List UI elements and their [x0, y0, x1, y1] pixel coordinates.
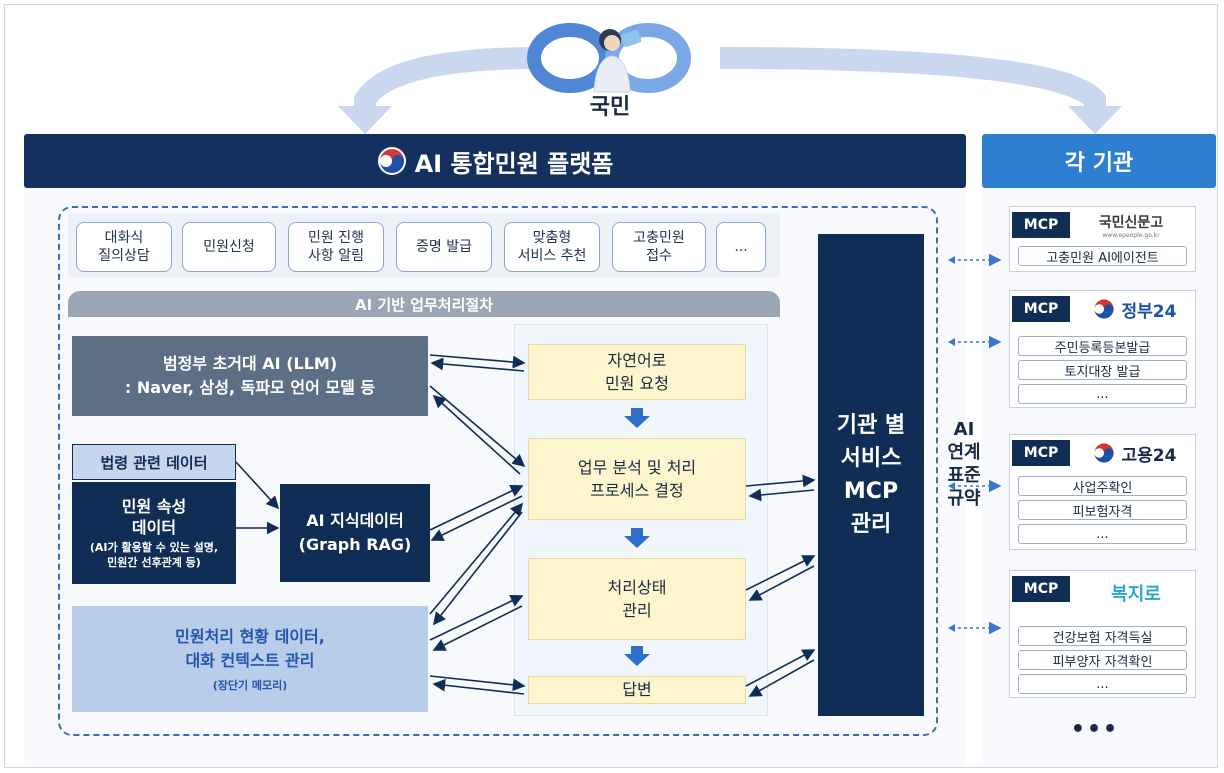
arrow-mcp-to-status	[748, 565, 815, 601]
epeople-logo-url: www.epeople.go.kr	[1102, 231, 1160, 239]
llm-title: 범정부 초거대 AI (LLM)	[162, 354, 338, 373]
arrow-answer-to-memory	[432, 678, 525, 695]
arrow-law-to-knowledge	[235, 461, 280, 510]
llm-box: 범정부 초거대 AI (LLM) : Naver, 삼성, 독파모 언어 모델 …	[72, 336, 428, 416]
diagram-frame	[4, 4, 1218, 768]
agency-mcp-tag: MCP	[1012, 212, 1070, 238]
platform-header: AI 통합민원 플랫폼	[24, 134, 966, 188]
memory-title: 민원처리 현황 데이터, 대화 컨텍스트 관리	[175, 627, 325, 670]
step-status: 처리상태 관리	[528, 558, 746, 640]
tab-civil-apply[interactable]: 민원신청	[182, 222, 276, 272]
agency-item[interactable]: 사업주확인	[1018, 476, 1187, 496]
arc-left	[354, 47, 541, 110]
arrow-mcp-to-answer	[748, 659, 815, 697]
attr-data-box: 민원 속성 데이터 (AI가 활용할 수 있는 설명, 민원간 선후관계 등)	[72, 482, 236, 584]
agency-item[interactable]: ...	[1018, 384, 1187, 404]
arrow-mcp-to-analyze	[748, 488, 815, 502]
arrow-analyze-to-llm	[432, 394, 521, 475]
epeople-logo-text: 국민신문고	[1098, 214, 1164, 231]
tab-chat-consult[interactable]: 대화식 질의상담	[76, 222, 172, 272]
gov24-logo-text: 정부24	[1121, 301, 1177, 322]
agency-item[interactable]: 건강보험 자격득실	[1018, 626, 1187, 646]
down-arrow-3	[624, 646, 650, 666]
arrow-llm-to-analyze	[429, 385, 526, 468]
ai-standard-label: AI 연계 표준 규약	[947, 418, 981, 510]
knowledge-box: AI 지식데이터 (Graph RAG)	[280, 484, 430, 582]
attr-data-title: 민원 속성 데이터	[121, 496, 187, 538]
more-agencies-dots: •••	[1070, 716, 1120, 742]
taegeuk-icon	[1093, 443, 1114, 463]
arrow-status-to-mcp	[745, 555, 816, 591]
memory-box: 민원처리 현황 데이터, 대화 컨텍스트 관리 (장단기 메모리)	[72, 606, 428, 712]
arrow-memory-to-answer	[429, 675, 526, 692]
agency-item[interactable]: 피보험자격	[1018, 500, 1187, 520]
agency-mcp-tag: MCP	[1012, 440, 1070, 466]
arc-right	[719, 47, 1106, 110]
arc-left-head	[338, 106, 392, 134]
arrow-analyze-to-memory	[433, 511, 523, 626]
agency-item[interactable]: 주민등록등본발급	[1018, 336, 1187, 356]
work24-logo-text: 고용24	[1121, 445, 1177, 466]
process-bar: AI 기반 업무처리절차	[68, 291, 780, 317]
tab-certificate[interactable]: 증명 발급	[396, 222, 492, 272]
arrow-knowledge-to-analyze	[429, 485, 524, 531]
arrow-answer-to-mcp	[745, 649, 816, 687]
attr-data-note: (AI가 활용할 수 있는 설명, 민원간 선후관계 등)	[89, 540, 219, 569]
agency-item[interactable]: 고충민원 AI에이전트	[1018, 246, 1187, 266]
taegeuk-icon	[1093, 299, 1114, 319]
arc-right-head	[1068, 106, 1122, 134]
arrow-memory-to-analyze	[429, 502, 524, 615]
citizen-flow-arrows	[338, 23, 1122, 134]
step-analyze: 업무 분석 및 처리 프로세스 결정	[528, 438, 746, 520]
gov24-logo: 정부24	[1082, 294, 1186, 324]
step-request: 자연어로 민원 요청	[528, 344, 746, 400]
person-icon	[593, 29, 642, 93]
agency-item[interactable]: ...	[1018, 524, 1187, 544]
tab-custom-service[interactable]: 맞춤형 서비스 추천	[504, 222, 600, 272]
memory-note: (장단기 메모리)	[212, 679, 288, 692]
platform-dashed-boundary	[58, 206, 938, 736]
mcp-management-box: 기관 별 서비스 MCP 관리	[818, 234, 924, 716]
llm-models: : Naver, 삼성, 독파모 언어 모델 등	[124, 378, 376, 397]
citizen-label: 국민	[589, 95, 631, 120]
tab-progress-notice[interactable]: 민원 진행 사항 알림	[288, 222, 384, 272]
arrow-llm-to-request	[429, 354, 526, 369]
down-arrow-1	[624, 408, 650, 428]
tab-more[interactable]: ...	[716, 222, 766, 272]
platform-title: AI 통합민원 플랫폼	[414, 149, 614, 178]
agency-item[interactable]: 피부양자 자격확인	[1018, 650, 1187, 670]
down-arrow-2	[624, 528, 650, 548]
taegeuk-icon	[377, 147, 406, 175]
agency-item[interactable]: 토지대장 발급	[1018, 360, 1187, 380]
arrow-memory-to-status	[429, 595, 524, 641]
bokjiro-logo: 복지로	[1111, 584, 1161, 605]
arrow-request-to-llm	[430, 357, 525, 372]
agency-mcp-tag: MCP	[1012, 576, 1070, 602]
arrow-status-to-memory	[432, 605, 523, 651]
step-down-arrows	[624, 408, 650, 666]
agencies-header: 각 기관	[982, 134, 1216, 188]
epeople-logo: 국민신문고 www.epeople.go.kr	[1076, 210, 1186, 240]
law-data-box: 법령 관련 데이터	[72, 444, 236, 480]
agency-mcp-tag: MCP	[1012, 296, 1070, 322]
tab-grievance[interactable]: 고충민원 접수	[612, 222, 706, 272]
work24-logo: 고용24	[1082, 438, 1186, 468]
agency-item[interactable]: ...	[1018, 674, 1187, 694]
arrow-analyze-to-knowledge	[430, 495, 523, 541]
step-answer: 답변	[528, 676, 746, 704]
arrow-analyze-to-mcp	[745, 474, 816, 488]
